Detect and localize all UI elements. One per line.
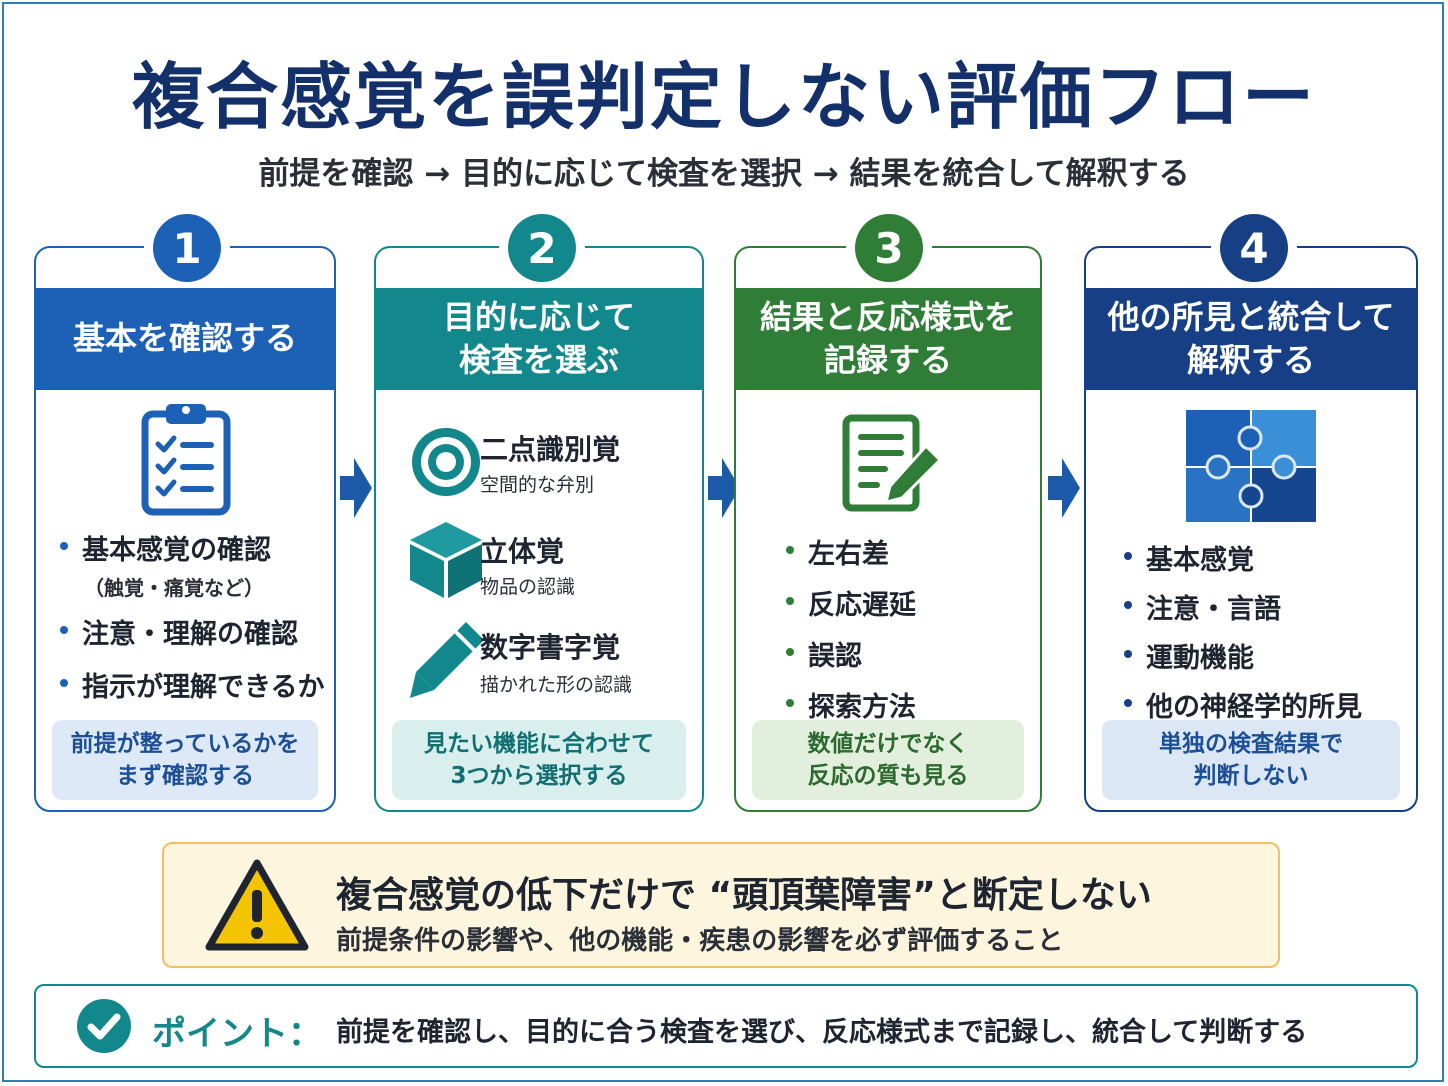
- step-note-3: 数値だけでなく 反応の質も見る: [752, 720, 1024, 800]
- step-heading-2: 目的に応じて 検査を選ぶ: [374, 288, 704, 390]
- step-1-list-2: 注意・理解の確認 指示が理解できるか: [58, 612, 324, 704]
- step-1-list: 基本感覚の確認: [58, 528, 271, 567]
- list-item-text: 誤認: [808, 641, 862, 672]
- list-item: 探索方法: [784, 685, 916, 724]
- page-subtitle: 前提を確認 → 目的に応じて検査を選択 → 結果を統合して解釈する: [258, 156, 1190, 192]
- point-text: 前提を確認し、目的に合う検査を選び、反応様式まで記録し、統合して判断する: [336, 1017, 1308, 1048]
- arrow-right-icon: [708, 458, 740, 518]
- step-number-3: 3: [855, 214, 923, 282]
- step-number-4: 4: [1220, 214, 1288, 282]
- step-number-1: 1: [153, 214, 221, 282]
- list-item: 注意・言語: [1122, 587, 1362, 626]
- step-4-list: 基本感覚 注意・言語 運動機能 他の神経学的所見: [1122, 538, 1362, 724]
- test-desc-1: 空間的な弁別: [480, 474, 595, 496]
- list-item: 左右差: [784, 532, 916, 571]
- list-item-text: 反応遅延: [808, 590, 916, 621]
- step-3-list: 左右差 反応遅延 誤認 探索方法: [784, 532, 916, 724]
- list-item: 誤認: [784, 634, 916, 673]
- step-number-2: 2: [508, 214, 576, 282]
- warning-triangle-icon: [205, 859, 309, 951]
- step-heading-3: 結果と反応様式を 記録する: [734, 288, 1042, 390]
- step-heading-text: 結果と反応様式を 記録する: [759, 297, 1016, 379]
- list-item: 反応遅延: [784, 583, 916, 622]
- test-desc-2: 物品の認識: [480, 576, 576, 598]
- list-item: 他の神経学的所見: [1122, 685, 1362, 724]
- target-icon: [412, 428, 480, 496]
- test-name-1: 二点識別覚: [480, 433, 621, 466]
- list-item: 基本感覚: [1122, 538, 1362, 577]
- step-note-2: 見たい機能に合わせて 3つから選択する: [392, 720, 686, 800]
- test-name-2: 立体覚: [480, 535, 565, 568]
- list-item-text: 左右差: [808, 539, 889, 570]
- step-note-text: 前提が整っているかを まず確認する: [70, 730, 300, 789]
- list-item-text: 基本感覚の確認: [82, 535, 271, 566]
- pencil-icon: [410, 622, 484, 698]
- point-label: ポイント：: [152, 1014, 322, 1054]
- page-title: 複合感覚を誤判定しない評価フロー: [131, 55, 1316, 139]
- step-card-2: 2 目的に応じて 検査を選ぶ 二点識別覚 空間的な弁別 立体覚 物品の認識 数字…: [374, 214, 704, 812]
- arrow-right-icon: [1048, 458, 1080, 518]
- list-item-text: 注意・言語: [1146, 594, 1281, 625]
- step-card-1: 1 基本を確認する 基本感覚の確認 （触覚・痛覚など） 注意・理解の確認 指示が…: [34, 214, 336, 812]
- test-name-3: 数字書字覚: [480, 631, 621, 664]
- cube-icon: [410, 522, 482, 598]
- step-heading-1: 基本を確認する: [34, 288, 336, 390]
- check-circle-icon: [77, 999, 131, 1053]
- step-card-3: 3 結果と反応様式を 記録する 左右差 反応遅延 誤認 探索方法 数値だけでなく…: [734, 214, 1042, 812]
- document-edit-icon: [842, 414, 943, 512]
- warning-box: 複合感覚の低下だけで “頭頂葉障害”と断定しない 前提条件の影響や、他の機能・疾…: [162, 842, 1280, 968]
- arrow-right-icon: [340, 458, 372, 518]
- warning-text: 前提条件の影響や、他の機能・疾患の影響を必ず評価すること: [336, 926, 1064, 956]
- list-item: 注意・理解の確認: [58, 612, 324, 651]
- list-item-text: 基本感覚: [1146, 545, 1254, 576]
- step-heading-text: 他の所見と統合して 解釈する: [1107, 297, 1395, 379]
- list-item-sub: （触覚・痛覚など）: [84, 576, 264, 600]
- list-item: 指示が理解できるか: [58, 665, 324, 704]
- list-item-text: 探索方法: [808, 692, 916, 723]
- list-item: 運動機能: [1122, 636, 1362, 675]
- list-item-text: 指示が理解できるか: [82, 672, 325, 703]
- step-note-text: 単独の検査結果で 判断しない: [1159, 730, 1343, 789]
- warning-title: 複合感覚の低下だけで “頭頂葉障害”と断定しない: [336, 875, 1152, 916]
- point-box: ポイント： 前提を確認し、目的に合う検査を選び、反応様式まで記録し、統合して判断…: [34, 984, 1418, 1068]
- clipboard-checklist-icon: [141, 404, 231, 516]
- list-item-text: 注意・理解の確認: [82, 619, 298, 650]
- step-note-4: 単独の検査結果で 判断しない: [1102, 720, 1400, 800]
- step-heading-text: 目的に応じて 検査を選ぶ: [442, 297, 635, 379]
- step-note-text: 数値だけでなく 反応の質も見る: [807, 730, 969, 789]
- step-note-1: 前提が整っているかを まず確認する: [52, 720, 318, 800]
- list-item-text: 運動機能: [1146, 643, 1254, 674]
- puzzle-icon: [1186, 410, 1316, 522]
- step-card-4: 4 他の所見と統合して 解釈する 基本感覚 注意・言語 運動機能 他の神経学的所…: [1084, 214, 1418, 812]
- test-desc-3: 描かれた形の認識: [480, 674, 633, 696]
- list-item: 基本感覚の確認: [58, 528, 271, 567]
- list-item-text: 他の神経学的所見: [1146, 692, 1362, 723]
- step-heading-4: 他の所見と統合して 解釈する: [1084, 288, 1418, 390]
- step-note-text: 見たい機能に合わせて 3つから選択する: [424, 730, 654, 789]
